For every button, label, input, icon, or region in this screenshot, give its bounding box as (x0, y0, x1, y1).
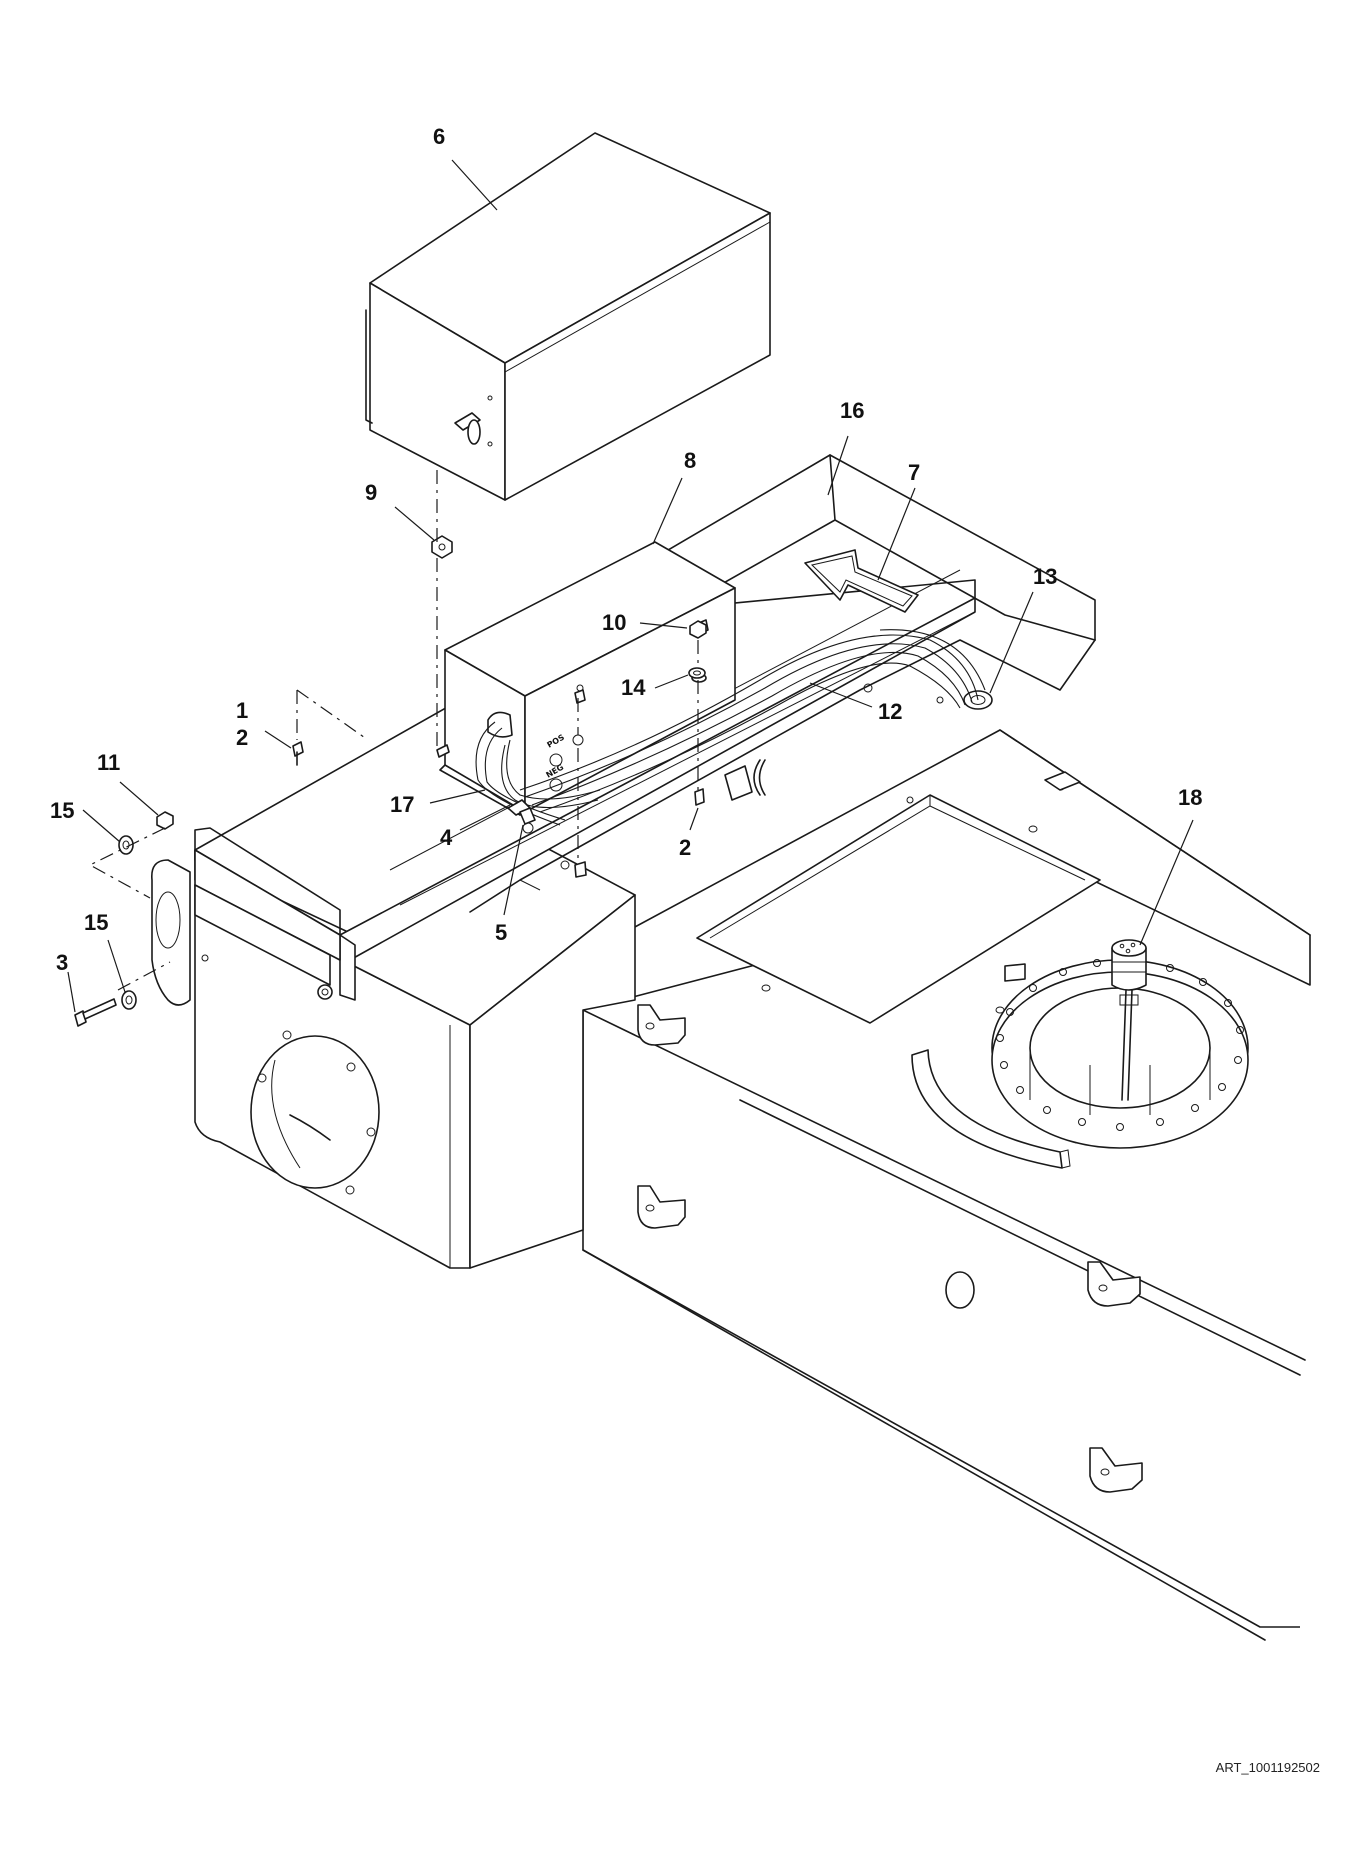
callout-8: 8 (684, 448, 696, 473)
callout-4: 4 (440, 825, 453, 850)
callout-15-lower: 15 (84, 910, 108, 935)
part-11-nut (156, 811, 174, 830)
frame-bracket (1089, 1447, 1143, 1493)
frame-bracket (1087, 1261, 1141, 1307)
frame-assembly (475, 729, 1311, 1641)
callout-12: 12 (878, 699, 902, 724)
callout-15-upper: 15 (50, 798, 74, 823)
art-id-label: ART_1001192502 (1216, 1760, 1320, 1775)
part-14-washer (688, 667, 706, 679)
callout-9: 9 (365, 480, 377, 505)
frame-bracket (637, 1004, 686, 1046)
part-15-washer-lower (121, 990, 137, 1010)
frame-bracket (637, 1185, 686, 1229)
callout-2-upper: 2 (236, 725, 248, 750)
part-1-2-bolt (292, 741, 304, 766)
callout-14: 14 (621, 675, 646, 700)
part-7-decal-arrow (804, 549, 919, 613)
part-15-washer-upper (118, 835, 134, 855)
callout-6: 6 (433, 124, 445, 149)
callout-16: 16 (840, 398, 864, 423)
callout-18: 18 (1178, 785, 1202, 810)
callout-2-lower: 2 (679, 835, 691, 860)
assembly-centerlines (88, 470, 699, 991)
part-10-nut (689, 620, 707, 639)
flange-bolt-holes (996, 958, 1244, 1131)
part-18-connector (1111, 939, 1147, 1101)
part-3-bolt (74, 998, 117, 1027)
callout-11: 11 (97, 750, 120, 775)
part-9-clip-nut (431, 535, 453, 559)
callout-1: 1 (236, 698, 248, 723)
callout-7: 7 (908, 460, 920, 485)
callout-13: 13 (1033, 564, 1057, 589)
callout-3: 3 (56, 950, 68, 975)
frame-hole (945, 1271, 975, 1309)
callout-17: 17 (390, 792, 414, 817)
part-6-cover (365, 132, 771, 501)
callout-labels: 6 16 7 8 9 13 10 14 12 1 2 11 15 15 3 17… (50, 124, 1202, 975)
callout-10: 10 (602, 610, 626, 635)
leader-lines (67, 159, 1194, 1013)
callout-5: 5 (495, 920, 507, 945)
turntable-flange (911, 958, 1249, 1169)
